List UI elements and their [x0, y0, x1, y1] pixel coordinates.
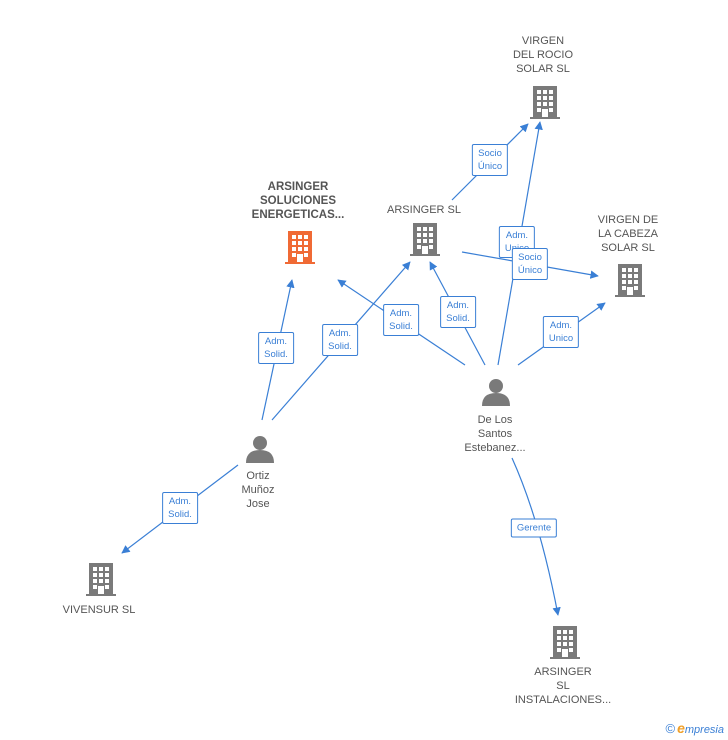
brand-name: mpresia	[684, 724, 724, 736]
empresia-logo[interactable]: ©empresia	[665, 720, 724, 736]
node-label-de-los-santos[interactable]: De Los Santos Estebanez...	[464, 414, 526, 454]
edge-label-adm-solid: Adm. Solid.	[383, 304, 419, 336]
node-label-arsinger-sl[interactable]: ARSINGER SL	[387, 204, 461, 216]
building-icon-virgen-rocio[interactable]	[530, 86, 560, 119]
node-label-virgen-rocio[interactable]: VIRGEN DEL ROCIO SOLAR SL	[512, 35, 574, 75]
node-label-vivensur[interactable]: VIVENSUR SL	[62, 604, 136, 616]
edge-label-adm-solid: Adm. Solid.	[162, 492, 198, 524]
building-icon-arsinger-sl[interactable]	[410, 223, 440, 256]
edge-label-adm-solid: Adm. Solid.	[440, 296, 476, 328]
person-icon-de-los-santos[interactable]	[482, 379, 510, 406]
node-label-virgen-cabeza[interactable]: VIRGEN DE LA CABEZA SOLAR SL	[597, 214, 659, 254]
building-icon-arsinger-soluciones[interactable]	[285, 231, 315, 264]
building-icon-vivensur[interactable]	[86, 563, 116, 596]
edge-label-socio-unico: Socio Único	[471, 144, 509, 176]
copyright-symbol: ©	[665, 721, 676, 736]
edge-label-adm-solid: Adm. Solid.	[258, 332, 294, 364]
node-label-arsinger-instalaciones[interactable]: ARSINGER SL INSTALACIONES...	[514, 666, 612, 706]
node-label-arsinger-soluciones[interactable]: ARSINGER SOLUCIONES ENERGETICAS...	[251, 181, 345, 221]
brand-initial: e	[677, 720, 685, 736]
building-icon-arsinger-instalaciones[interactable]	[550, 626, 580, 659]
building-icon-virgen-cabeza[interactable]	[615, 264, 645, 297]
edge-label-socio-unico: Socio Único	[511, 248, 549, 280]
person-icon-ortiz[interactable]	[246, 436, 274, 463]
edge-label-gerente: Gerente	[510, 518, 558, 538]
edge-label-adm-unico: Adm. Unico	[542, 316, 580, 348]
node-label-ortiz[interactable]: Ortiz Muñoz Jose	[241, 470, 275, 510]
edge-label-adm-solid: Adm. Solid.	[322, 324, 358, 356]
